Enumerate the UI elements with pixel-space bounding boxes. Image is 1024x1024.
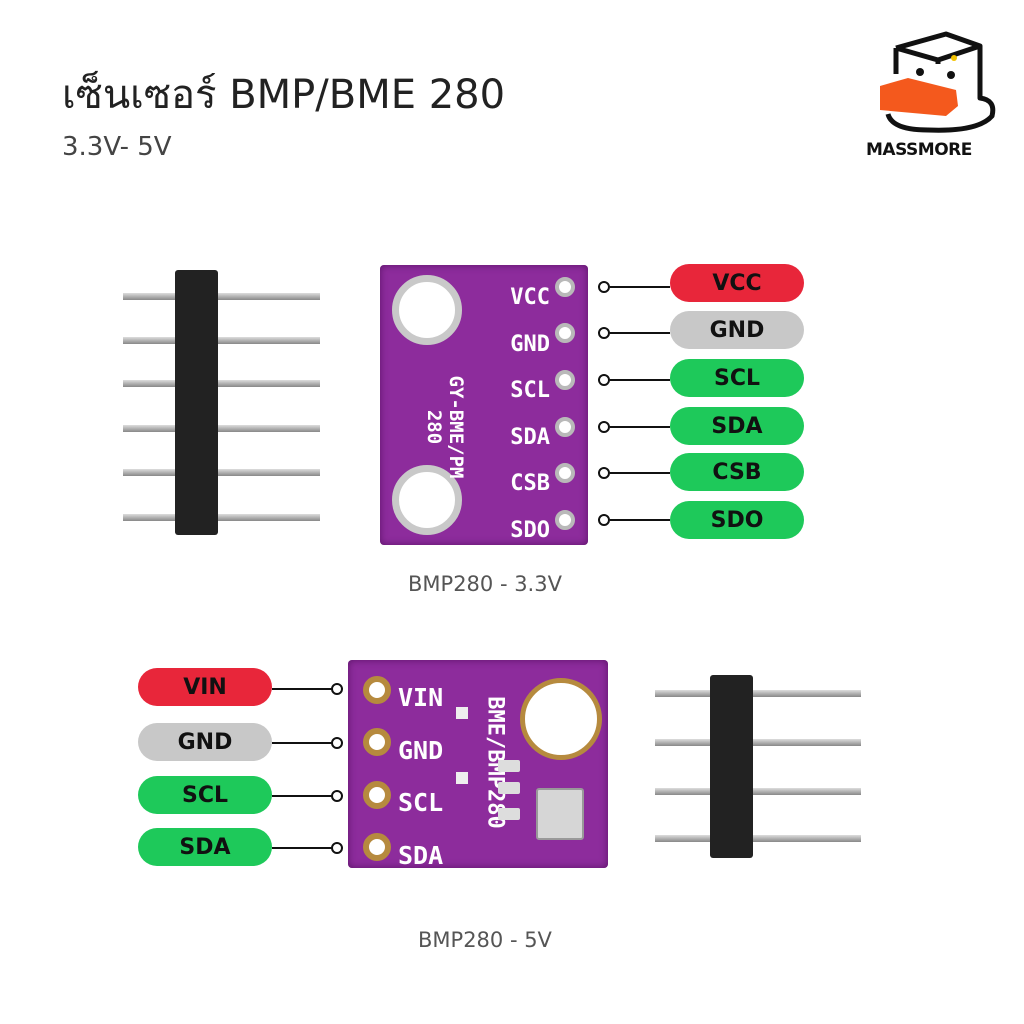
duck-box-icon: [880, 31, 996, 133]
silk-vin: VIN: [398, 683, 444, 712]
silk-sda: SDA: [398, 840, 444, 870]
massmore-logo: [868, 28, 998, 138]
caption-5v: BMP280 - 5V: [418, 928, 552, 952]
label-sda-5v: SDA: [138, 828, 272, 866]
silk-scl: SCL: [398, 788, 444, 817]
silk-scl: SCL: [510, 378, 550, 403]
label-gnd: GND: [670, 311, 804, 349]
sensor-chip: [536, 788, 584, 840]
silk-sdo: SDO: [510, 517, 550, 543]
label-csb: CSB: [670, 453, 804, 491]
page-title: เซ็นเซอร์ BMP/BME 280: [62, 72, 506, 118]
label-vin: VIN: [138, 668, 272, 706]
silk-gnd: GND: [510, 331, 550, 357]
label-sda: SDA: [670, 407, 804, 445]
silk-csb: CSB: [510, 471, 550, 496]
label-scl-5v: SCL: [138, 776, 272, 814]
bmp280-5v-board: VIN GND SCL SDA BME/BMP280: [348, 660, 608, 870]
silk-sda: SDA: [510, 424, 550, 450]
bmp280-3v3-board: GY-BME/PM 280 VCC GND SCL SDA CSB SDO: [380, 265, 588, 545]
pin-header-4: [655, 675, 863, 860]
pin-header-6: [123, 270, 323, 535]
mounting-hole: [520, 678, 602, 760]
label-scl: SCL: [670, 359, 804, 397]
mounting-hole: [392, 275, 462, 345]
label-gnd-5v: GND: [138, 723, 272, 761]
board-silkscreen: GY-BME/PM 280: [423, 375, 467, 479]
silk-vcc: VCC: [510, 285, 550, 310]
label-sdo: SDO: [670, 501, 804, 539]
voltage-range: 3.3V- 5V: [62, 132, 172, 162]
label-vcc: VCC: [670, 264, 804, 302]
logo-text: MASSMORE: [866, 140, 972, 160]
silk-gnd: GND: [398, 735, 444, 765]
mounting-hole: [392, 465, 462, 535]
caption-3v3: BMP280 - 3.3V: [408, 572, 562, 596]
